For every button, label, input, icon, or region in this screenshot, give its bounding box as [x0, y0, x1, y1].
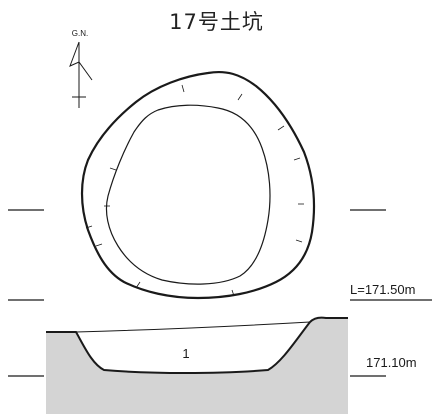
- slope-ticks: [85, 84, 304, 297]
- layer-number-label: 1: [182, 346, 189, 361]
- section-lines: [8, 209, 432, 377]
- north-label: G.N.: [72, 29, 88, 38]
- elevation-bottom-label: 171.10m: [366, 355, 417, 370]
- north-arrow-head: [69, 41, 93, 81]
- figure-title: 17号土坑: [169, 10, 264, 34]
- pit-outer-outline: [80, 70, 316, 300]
- section-ground: [46, 317, 348, 414]
- section-pit-outline: [46, 316, 348, 374]
- north-arrow: G.N.: [69, 29, 93, 108]
- section-layer-boundary: [75, 321, 311, 333]
- elevation-top-label: L=171.50m: [350, 282, 415, 297]
- pit-inner-outline: [105, 104, 271, 285]
